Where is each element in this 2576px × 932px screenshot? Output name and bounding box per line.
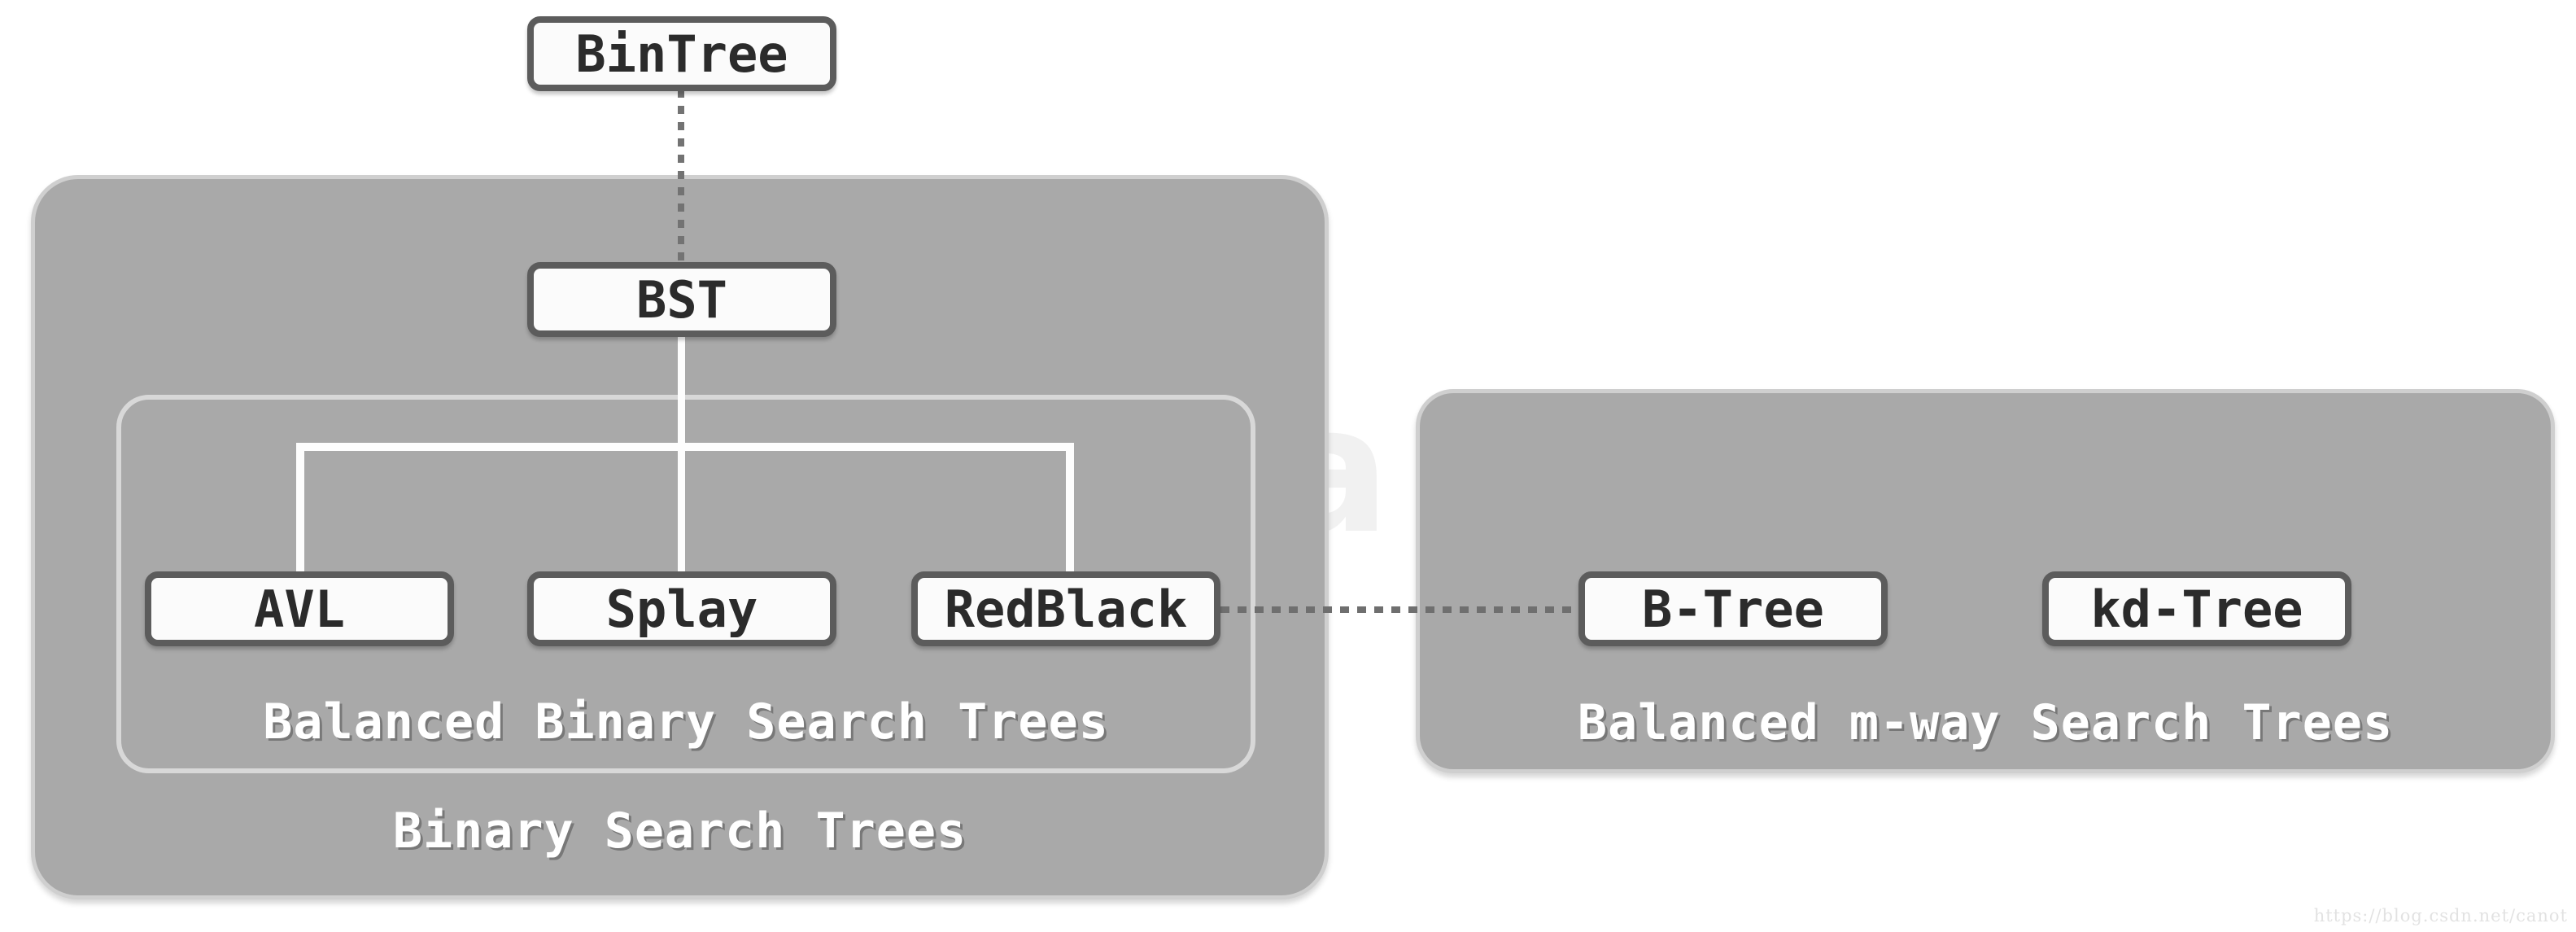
node-bst[interactable]: BST [527, 262, 836, 337]
node-bst-label: BST [636, 269, 727, 330]
group-balanced-binary-search-trees-label: Balanced Binary Search Trees [263, 694, 1109, 750]
node-btree[interactable]: B-Tree [1578, 571, 1888, 646]
node-avl[interactable]: AVL [145, 571, 454, 646]
node-redblack-label: RedBlack [944, 579, 1188, 639]
node-kdtree[interactable]: kd-Tree [2042, 571, 2351, 646]
node-btree-label: B-Tree [1642, 579, 1824, 639]
edge-bst-to-avl [296, 443, 304, 578]
node-splay[interactable]: Splay [527, 571, 836, 646]
group-binary-search-trees-label: Binary Search Trees [392, 803, 967, 860]
node-redblack[interactable]: RedBlack [911, 571, 1220, 646]
node-avl-label: AVL [254, 579, 345, 639]
group-balanced-binary-search-trees: Balanced Binary Search Trees [116, 395, 1255, 773]
edge-bst-stem [678, 334, 685, 578]
edge-bst-to-redblack [1066, 443, 1074, 578]
node-bintree[interactable]: BinTree [527, 16, 836, 91]
node-splay-label: Splay [605, 579, 758, 639]
group-balanced-m-way-search-trees-label: Balanced m-way Search Trees [1577, 694, 2394, 751]
node-bintree-label: BinTree [575, 24, 788, 84]
edge-branch-bar [296, 443, 1074, 451]
edge-bintree-to-bst [678, 90, 684, 265]
edge-redblack-to-btree [1220, 606, 1578, 613]
node-kdtree-label: kd-Tree [2090, 579, 2303, 639]
source-url-watermark: https://blog.csdn.net/canot [2313, 906, 2568, 925]
